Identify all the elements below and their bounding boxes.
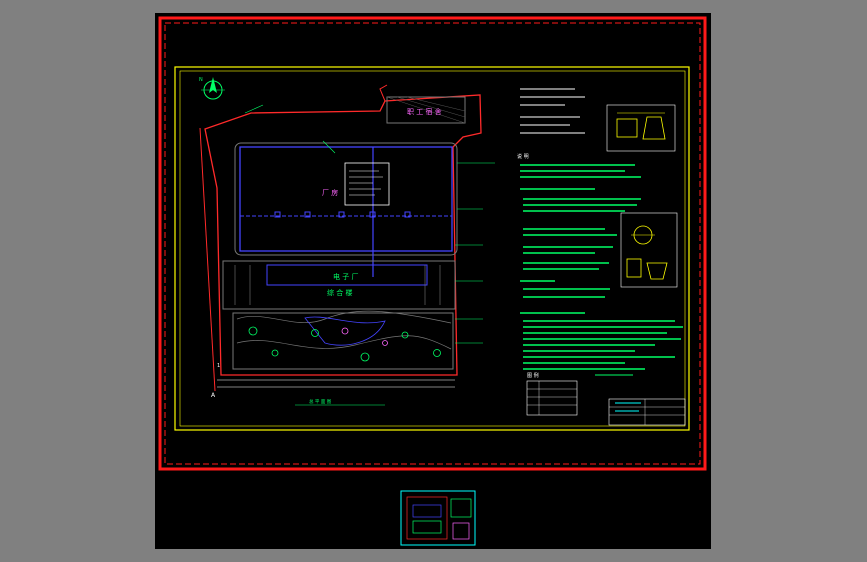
cad-drawing: N 职 工 宿 舍 厂 房 电 子 厂 综 合 [158,16,707,546]
electronics-label: 电 子 厂 [333,272,358,281]
grid-label-1: 1 [217,363,220,369]
svg-text:N: N [199,77,203,83]
landscape-area [232,310,454,370]
office-label: 综 合 楼 [327,288,352,297]
dormitory-label: 职 工 宿 舍 [407,107,442,116]
electronics-block: 电 子 厂 综 合 楼 [222,260,456,310]
outer-sheet-frame-inner [164,22,701,465]
dormitory-block: 职 工 宿 舍 [386,96,466,124]
north-arrow-icon: N [199,77,225,100]
title-block [608,398,686,426]
legend-box [344,162,390,206]
thumbnail-preview[interactable] [400,490,476,546]
inner-title-frame-2 [179,70,686,427]
dimension-lines: A 1 总 平 面 图 [211,363,455,406]
outer-sheet-frame [158,16,707,471]
legend-table: 图 例 [526,372,633,416]
general-notes: 说 明 [517,88,683,370]
legend-heading: 图 例 [527,372,539,379]
callout-leaders [244,104,495,344]
workshop-label: 厂 房 [322,188,338,197]
footer-label: 总 平 面 图 [309,398,332,405]
site-boundary [199,84,482,392]
inner-title-frame [174,66,690,431]
grid-label-a: A [211,392,216,399]
detail-drawing-2 [620,212,678,288]
notes-heading: 说 明 [517,153,529,160]
detail-drawing-1 [606,104,676,152]
drawing-viewport[interactable]: N 职 工 宿 舍 厂 房 电 子 厂 综 合 [155,13,711,549]
workshop-block: 厂 房 [234,142,458,277]
